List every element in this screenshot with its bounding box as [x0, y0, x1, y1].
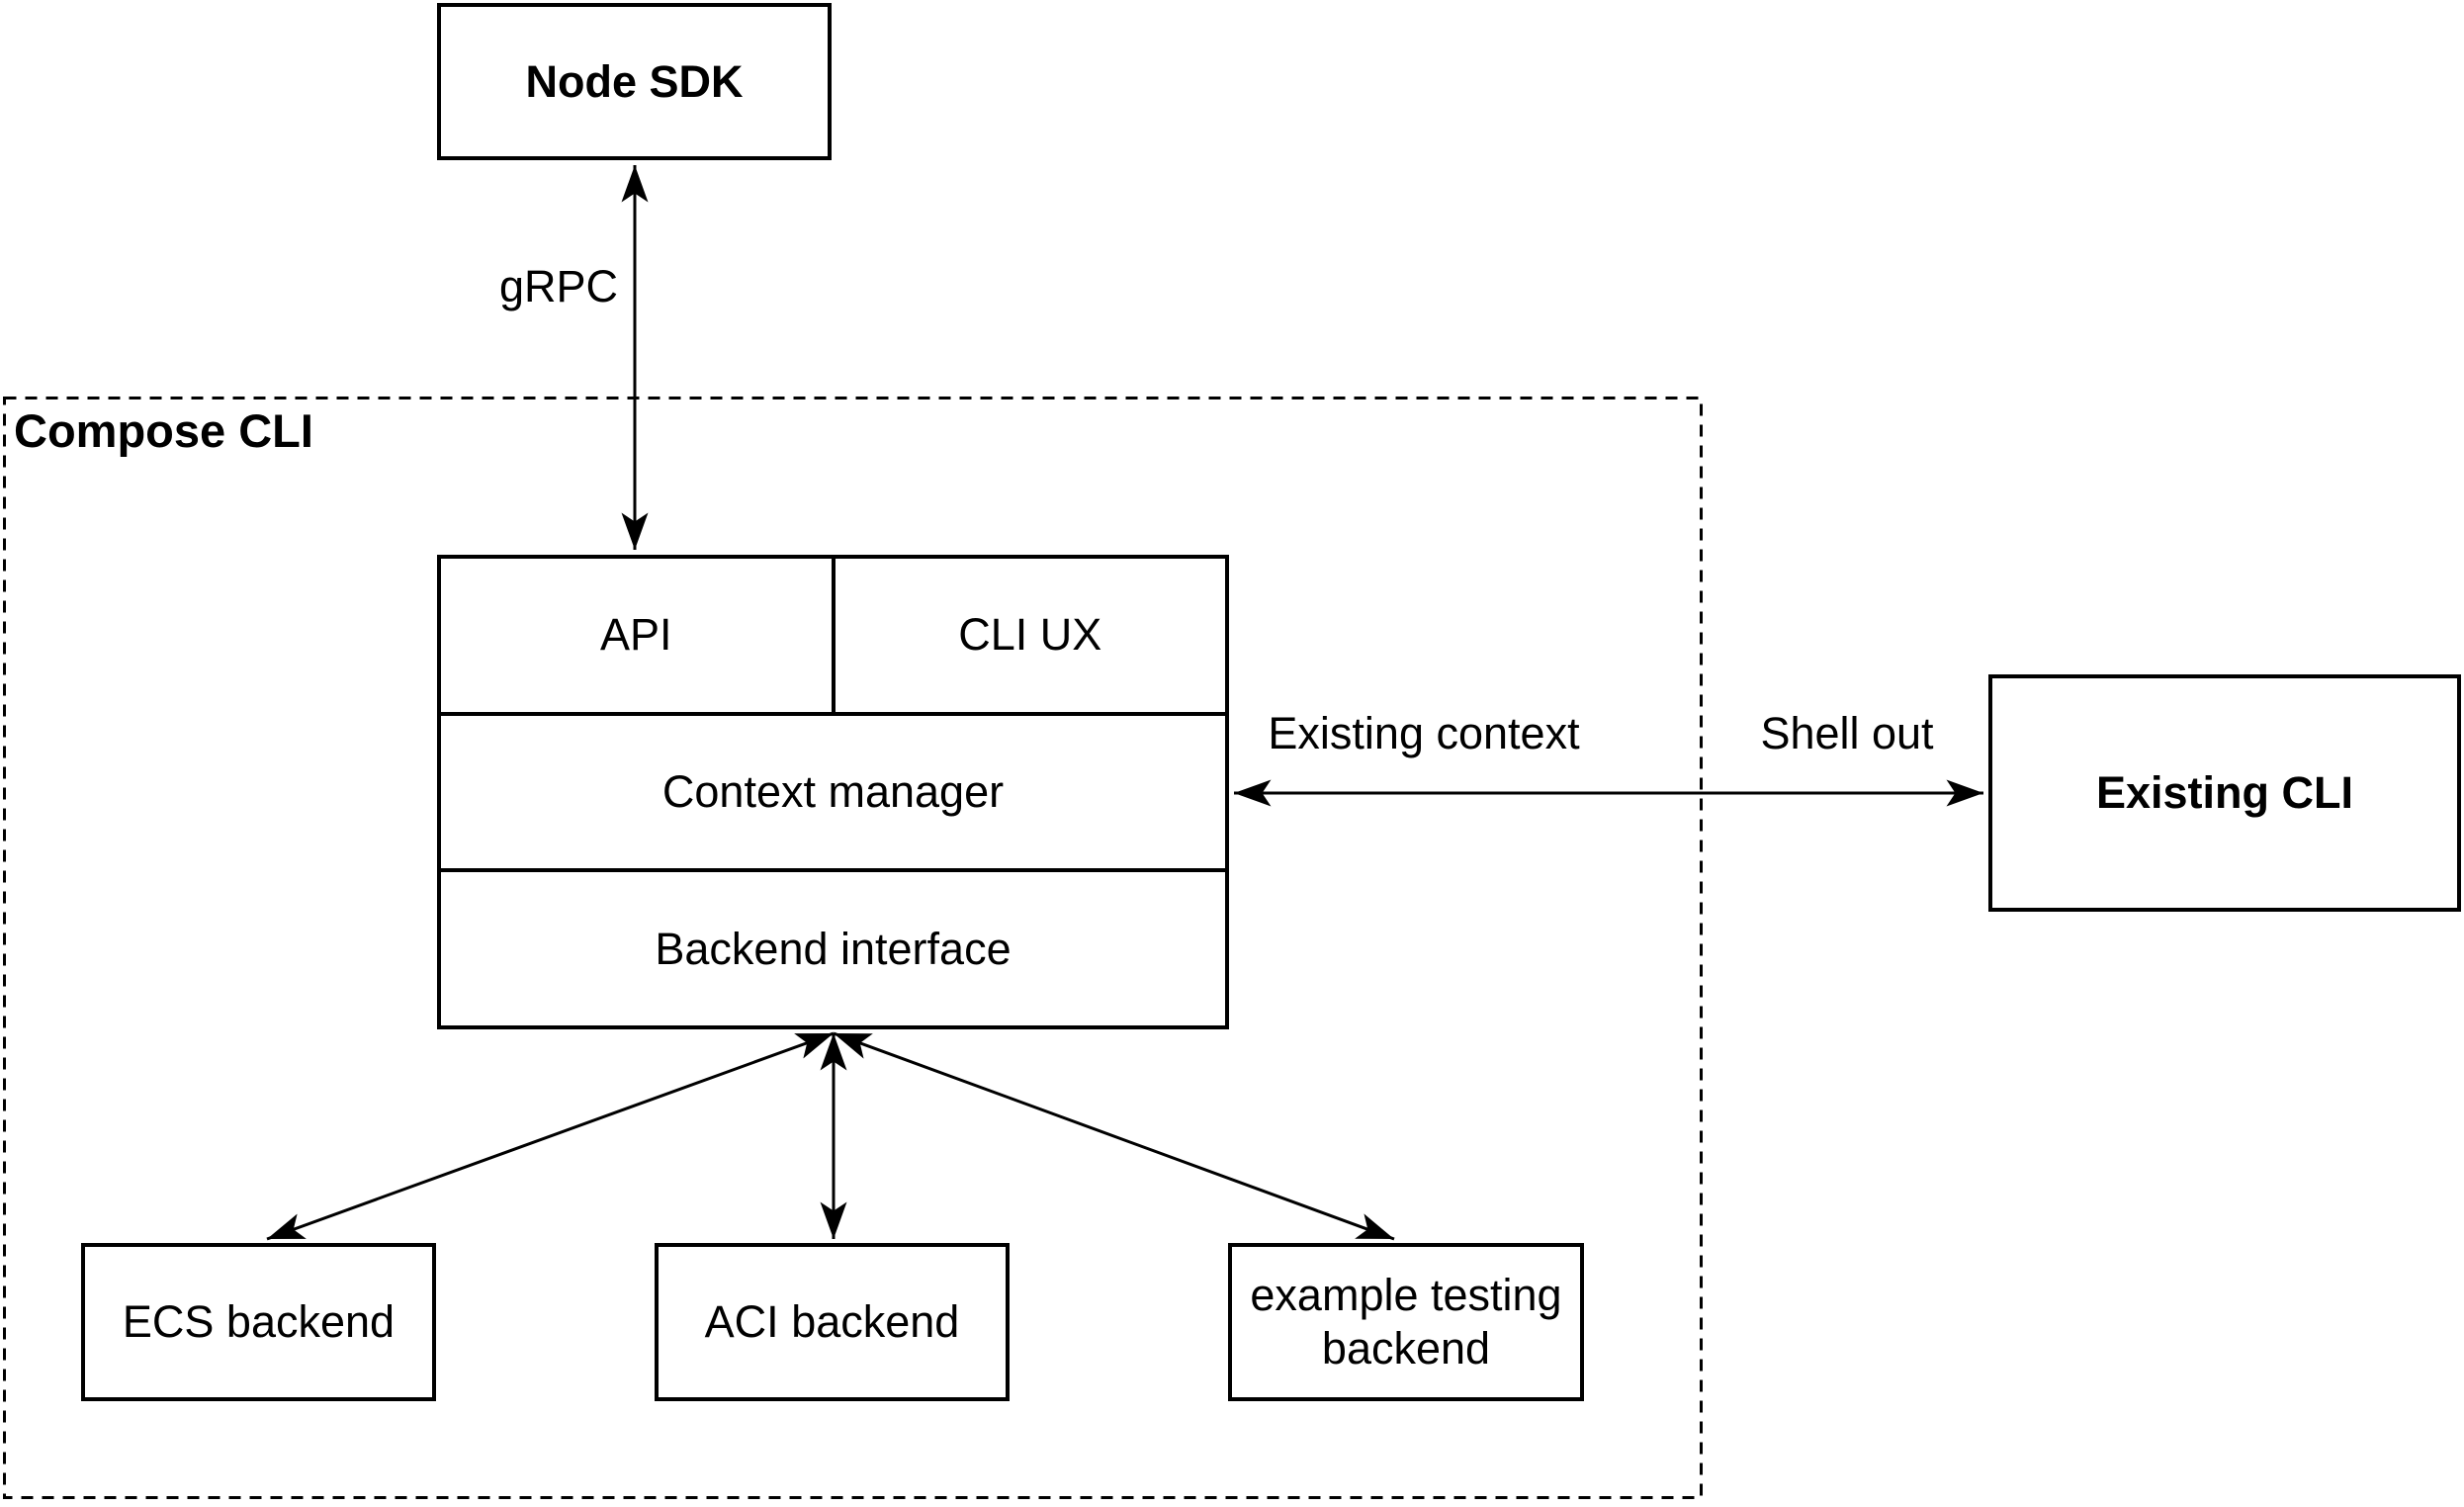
node-sdk-box: Node SDK [437, 3, 832, 160]
compose-cli-group-border [3, 397, 1703, 1499]
context-manager-label: Context manager [661, 766, 1005, 817]
compose-cli-group-label: Compose CLI [14, 404, 313, 457]
existing-context-edge-label: Existing context [1268, 708, 1580, 759]
example-backend-arrow [833, 1031, 1395, 1241]
ecs-backend-label: ECS backend [122, 1296, 396, 1347]
grpc-edge-label: gRPC [498, 261, 618, 312]
backend-interface-label: Backend interface [655, 923, 1012, 974]
example-testing-backend-label: example testing backend [1250, 1270, 1562, 1374]
stack-top-row: API CLI UX [441, 559, 1225, 712]
aci-backend-label: ACI backend [704, 1296, 960, 1347]
ecs-backend-box: ECS backend [81, 1243, 436, 1401]
ecs-backend-arrow [266, 1031, 835, 1241]
cli-ux-cell: CLI UX [831, 559, 1226, 712]
existing-cli-label: Existing CLI [2095, 767, 2354, 818]
api-cell: API [441, 559, 832, 712]
shell-out-edge-label: Shell out [1760, 708, 1934, 759]
node-sdk-label: Node SDK [525, 55, 744, 107]
compose-cli-stack: API CLI UX Context manager Backend inter… [437, 555, 1229, 1029]
example-testing-backend-box: example testing backend [1228, 1243, 1584, 1401]
cli-ux-label: CLI UX [958, 609, 1102, 661]
backend-interface-cell: Backend interface [441, 868, 1225, 1025]
context-manager-cell: Context manager [441, 711, 1225, 869]
aci-backend-box: ACI backend [655, 1243, 1010, 1401]
existing-cli-box: Existing CLI [1988, 674, 2461, 912]
api-label: API [599, 609, 672, 661]
